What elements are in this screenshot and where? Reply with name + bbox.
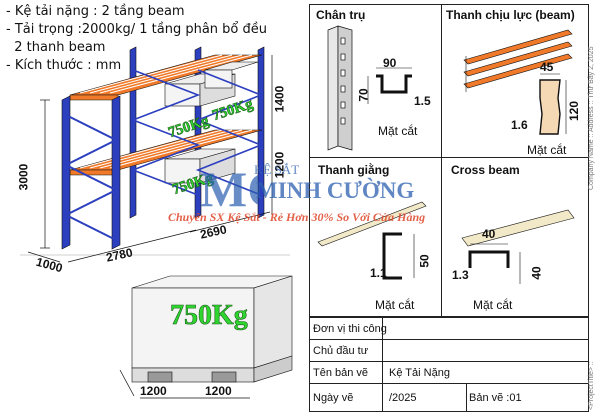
- sheet-divider: [466, 383, 467, 412]
- beam-panel: [441, 4, 589, 158]
- upright-title: Chân trụ: [316, 8, 366, 22]
- upright-section-drawing: [327, 25, 412, 151]
- side-project-text: <ProjectTitle> ::: [588, 361, 595, 410]
- title-row-drawing-name: Tên bản vẽ Kệ Tải Nặng: [309, 361, 589, 383]
- pallet-load-label: 750Kg: [170, 300, 248, 332]
- owner-label: Chủ đầu tư: [313, 345, 369, 357]
- beam-width-dimension: 45: [540, 60, 554, 74]
- pallet-drawing: [119, 275, 293, 399]
- upright-section-label: Mặt cắt: [378, 124, 418, 138]
- side-company-text: Company Name :: Address :: Thứ Bảy 2, 20…: [588, 46, 595, 190]
- title-block-divider: [382, 317, 383, 412]
- watermark-logo: MC: [200, 161, 258, 216]
- title-row-contractor: Đơn vị thi công: [309, 317, 589, 339]
- date-label: Ngày vẽ: [313, 392, 354, 404]
- spec-line-3: 2 thanh beam: [6, 40, 106, 55]
- rack-level-1-dimension: 1400: [272, 85, 287, 113]
- svg-text:MC: MC: [200, 161, 258, 216]
- watermark-slogan: Chuyên SX Kệ Sắt - Rẻ Hơn 30% So Với Cửa…: [168, 210, 426, 224]
- beam-title: Thanh chịu lực (beam): [446, 8, 575, 22]
- title-row-owner: Chủ đầu tư: [309, 339, 589, 361]
- beam-section-label: Mặt cắt: [527, 143, 567, 157]
- upright-width-dimension: 90: [383, 56, 397, 70]
- watermark-line-2: MINH CƯỜNG: [256, 178, 415, 203]
- beam-height-dimension: 120: [567, 100, 582, 122]
- cross-beam-section-label: Mặt cắt: [473, 298, 513, 312]
- cross-beam-title: Cross beam: [451, 163, 520, 177]
- brace-height-dimension: 50: [417, 254, 432, 268]
- drawing-name-label: Tên bản vẽ: [313, 367, 369, 379]
- spec-line-4: - Kích thước : mm: [6, 58, 122, 73]
- watermark-line-1: KỆ SẮT: [254, 162, 300, 177]
- cross-beam-width-dimension: 40: [482, 227, 496, 241]
- brace-section-label: Mặt cắt: [375, 298, 415, 312]
- upright-height-dimension: 70: [356, 88, 371, 102]
- beam-thickness-dimension: 1.6: [511, 118, 528, 132]
- brace-thickness-dimension: 1.1: [370, 266, 387, 280]
- contractor-label: Đơn vị thi công: [313, 323, 387, 335]
- rack-height-dimension: 3000: [16, 163, 31, 191]
- pallet-width-dimension: 1200: [205, 384, 232, 398]
- cross-beam-height-dimension: 40: [529, 266, 544, 280]
- drawing-name-value: Kệ Tải Nặng: [389, 367, 450, 379]
- pallet-depth-dimension: 1200: [140, 384, 167, 398]
- title-row-date: Ngày vẽ /2025 Bản vẽ :01: [309, 383, 589, 411]
- date-value: /2025: [389, 392, 417, 404]
- brace-section-drawing: [317, 201, 427, 280]
- upright-thickness-dimension: 1.5: [414, 94, 431, 108]
- brace-title: Thanh giằng: [318, 163, 390, 177]
- spec-line-1: - Kệ tải nặng : 2 tầng beam: [6, 4, 185, 19]
- sheet-number: Bản vẽ :01: [469, 392, 522, 404]
- rack-drawing: [20, 46, 290, 263]
- spec-line-2: - Tải trọng :2000kg/ 1 tầng phân bổ đều: [6, 22, 267, 37]
- cross-beam-thickness-dimension: 1.3: [452, 268, 469, 282]
- cross-beam-section-drawing: [461, 209, 575, 284]
- beam-section-drawing: [463, 29, 573, 135]
